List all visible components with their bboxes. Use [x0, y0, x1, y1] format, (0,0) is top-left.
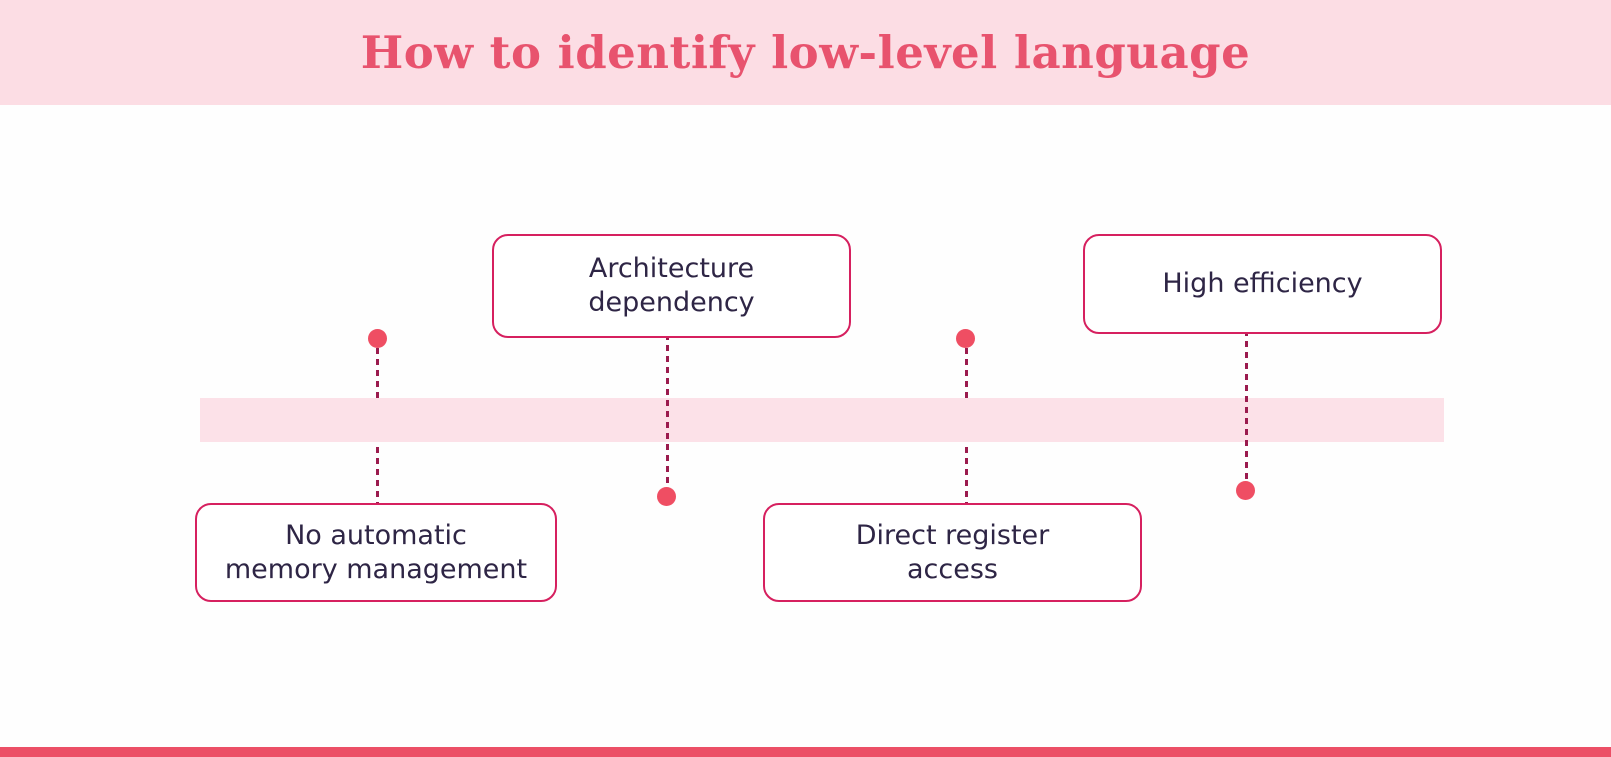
page-title: How to identify low-level language [360, 26, 1251, 79]
feature-box-memory: No automatic memory management [195, 503, 557, 602]
timeline-dot [368, 329, 387, 348]
feature-label: Direct register access [855, 519, 1050, 585]
connector-line [666, 334, 669, 487]
feature-box-architecture: Architecture dependency [492, 234, 851, 338]
timeline-band [200, 398, 1444, 442]
timeline-dot [1236, 481, 1255, 500]
feature-box-efficiency: High efficiency [1083, 234, 1442, 334]
feature-label: High efficiency [1162, 268, 1363, 300]
footer-accent-bar [0, 747, 1611, 757]
feature-label: Architecture dependency [588, 253, 755, 318]
header-band: How to identify low-level language [0, 0, 1611, 105]
timeline-dot [657, 487, 676, 506]
connector-line [1245, 330, 1248, 480]
feature-label: No automatic memory management [224, 519, 528, 585]
timeline-dot [956, 329, 975, 348]
feature-box-register: Direct register access [763, 503, 1142, 602]
